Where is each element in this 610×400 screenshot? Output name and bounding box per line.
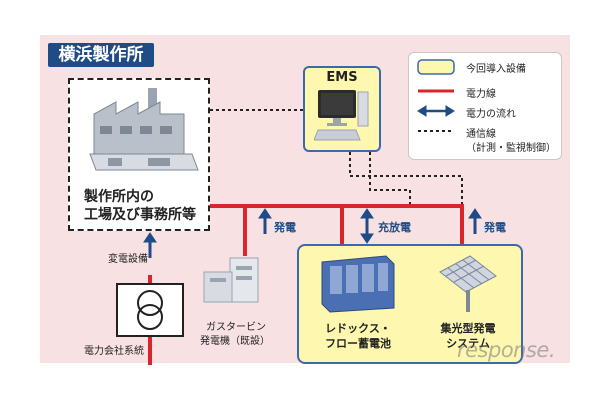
double-arrow-swatch xyxy=(417,105,455,117)
gas-turbine-label-line1: ガスタービン xyxy=(206,322,266,333)
solar-label-line2: システム xyxy=(446,337,490,350)
flow-arrow-battery-up xyxy=(360,208,374,219)
legend-item-power-line: 電力線 xyxy=(466,89,496,100)
comm-line-solar xyxy=(349,152,463,205)
flow-arrow-battery-down xyxy=(360,233,374,244)
solar-label-line1: 集光型発電 xyxy=(440,322,496,335)
factory-label: 製作所内の 工場及び事務所等 xyxy=(84,188,214,224)
grid-label: 電力会社系統 xyxy=(84,346,144,357)
solar-generation-flow-label: 発電 xyxy=(484,221,506,234)
flow-arrows xyxy=(143,208,482,258)
gas-turbine-icon xyxy=(203,257,259,303)
watermark-logo: response. xyxy=(457,338,556,362)
factory-icon xyxy=(89,88,199,171)
battery-flow-label: 充放電 xyxy=(378,221,411,234)
ems-label: EMS xyxy=(326,70,358,85)
yellow-box-swatch xyxy=(417,59,455,75)
computer-icon xyxy=(314,90,369,141)
gas-turbine-label-line2: 発電機（既設） xyxy=(200,336,270,347)
solar-panel-icon xyxy=(439,255,497,312)
page-title: 横浜製作所 xyxy=(48,43,154,67)
substation-label: 変電設備 xyxy=(108,254,148,265)
factory-label-line1: 製作所内の xyxy=(84,189,154,205)
flow-arrow-substation-head xyxy=(143,232,157,243)
legend-comm-note: （計測・監視制御） xyxy=(466,143,556,154)
legend-swatches xyxy=(417,59,455,132)
communication-lines xyxy=(210,109,463,205)
flow-arrow-solar-head xyxy=(468,208,482,219)
battery-label-line2: フロー蓄電池 xyxy=(325,337,391,350)
legend-item-power-flow: 電力の流れ xyxy=(466,109,516,120)
transformer-icon xyxy=(116,283,184,337)
legend-item-comm-line: 通信線 xyxy=(466,129,496,140)
battery-icon xyxy=(321,255,395,313)
battery-label-line1: レドックス・ xyxy=(325,322,391,335)
factory-label-line2: 工場及び事務所等 xyxy=(84,207,196,223)
legend-item-new-equipment: 今回導入設備 xyxy=(466,64,526,75)
gas-generation-flow-label: 発電 xyxy=(274,221,296,234)
flow-arrow-gas-head xyxy=(258,208,272,219)
comm-line-battery xyxy=(369,152,411,205)
